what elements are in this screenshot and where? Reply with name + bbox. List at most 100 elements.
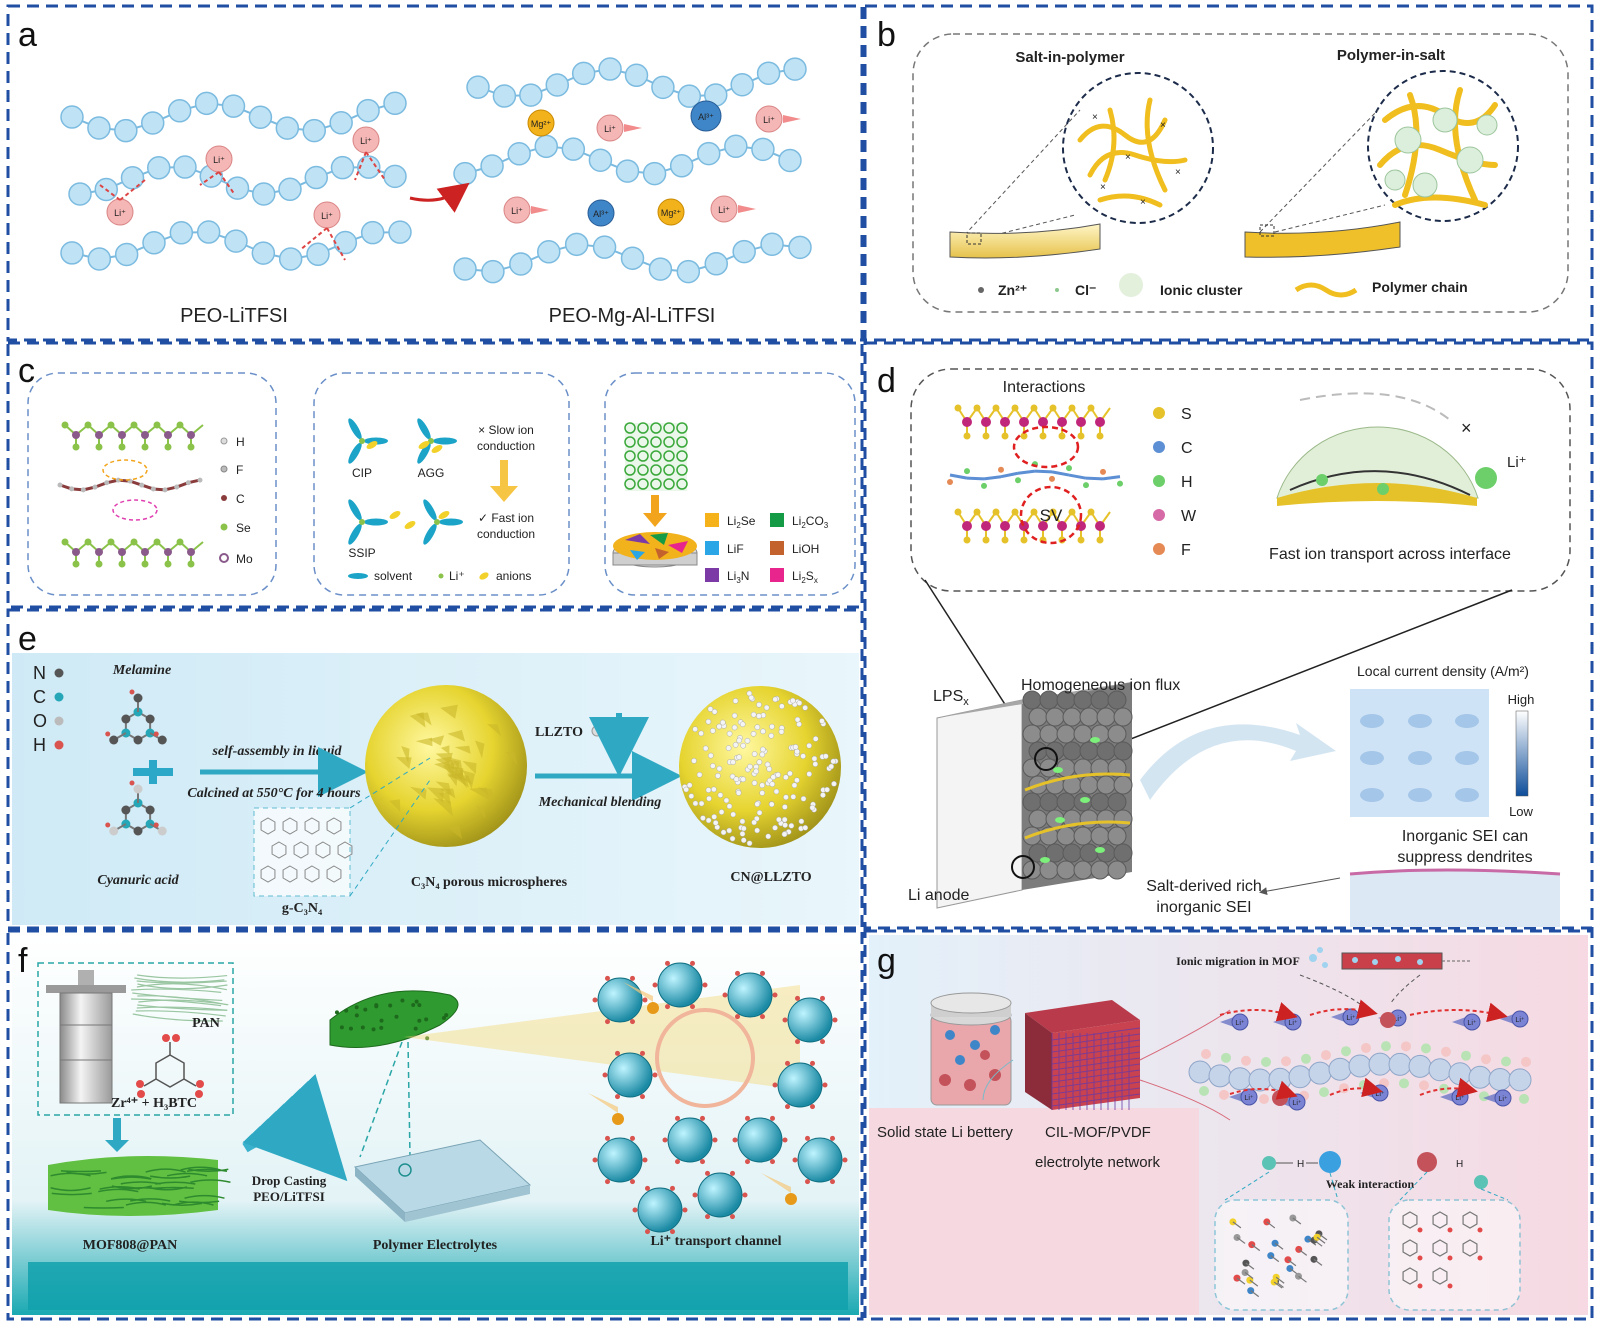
ion-label: Al³⁺ <box>593 209 609 219</box>
sei-swatch <box>705 513 719 527</box>
ion-li-left-4: Li⁺ <box>314 202 340 228</box>
sei-layer <box>1350 870 1560 927</box>
atom-swatch <box>1153 475 1165 487</box>
atom-swatch <box>55 669 64 678</box>
strip-salt-in-polymer <box>950 224 1100 258</box>
anode-block <box>937 682 1132 908</box>
cn-llzto-sphere <box>679 686 841 848</box>
label-fast-transport: Fast ion transport across interface <box>1269 546 1511 563</box>
label-lps: LPSx <box>933 688 969 708</box>
label-pan: PAN <box>192 1016 220 1031</box>
peo-chain-5 <box>454 135 801 184</box>
battery-cell <box>931 993 1011 1105</box>
ion-li-label: Li⁺ <box>1244 1095 1253 1102</box>
atom-label: C <box>33 687 46 707</box>
ion-label: Li⁺ <box>213 155 225 165</box>
ion-li-label: Li⁺ <box>1455 1095 1464 1102</box>
svg-text:×: × <box>1461 418 1472 438</box>
panel-letter-d: d <box>877 362 896 400</box>
transform-arrow <box>410 190 460 200</box>
label-li-anode: Li anode <box>908 887 969 904</box>
sei-swatch <box>770 541 784 555</box>
svg-text:×: × <box>1160 120 1166 131</box>
svg-text:×: × <box>1092 112 1098 123</box>
label-self-assembly: self-assembly in liquid <box>211 744 342 759</box>
panel-d: d Interactions SV SCHWF × Li⁺ Fast ion t… <box>877 362 1570 927</box>
panel-letter-c: c <box>18 352 35 390</box>
ion-label: Li⁺ <box>604 124 616 134</box>
label-g-c3n4: g-C₃N₄ <box>282 901 323 916</box>
panel-c: c H F C Se Mo CIP AGG SSIP × Slow ion co… <box>18 352 855 595</box>
solvation-structures <box>346 417 463 547</box>
label-local-current: Local current density (A/m²) <box>1357 663 1529 679</box>
legend-c2: solvent Li⁺ anions <box>348 569 531 583</box>
atom-swatch <box>1153 543 1165 555</box>
caption-peo-mg-al-litfsi: PEO-Mg-Al-LiTFSI <box>549 305 716 327</box>
ion-label: Mg²⁺ <box>661 208 681 218</box>
sei-label: Li2CO3 <box>792 514 829 530</box>
sei-swatch <box>705 568 719 582</box>
label-sv: SV <box>1040 506 1063 525</box>
panel-e: e NCOH Melamine Cyanuric acid self-assem… <box>12 620 859 925</box>
atom-label: H <box>1181 474 1193 491</box>
atom-swatch <box>55 717 64 726</box>
svg-text:×: × <box>1125 152 1131 163</box>
legend-cl: Cl⁻ <box>1075 282 1096 298</box>
label-c3n4-microspheres: C₃N₄ porous microspheres <box>411 875 568 890</box>
g-c3n4-box <box>254 808 350 896</box>
peo-chain-4 <box>467 58 806 107</box>
panel-letter-b: b <box>877 16 896 54</box>
mof808-pan-mat <box>48 1156 230 1216</box>
ion-mg-1: Mg²⁺ <box>528 110 554 136</box>
slow-line2: conduction <box>477 439 535 453</box>
label-ssip: SSIP <box>348 546 375 560</box>
atom-mo: Mo <box>236 552 253 566</box>
atom-label: C <box>1181 440 1193 457</box>
label-cn-llzto: CN@LLZTO <box>730 870 811 885</box>
mof-network-cube <box>1025 1000 1140 1110</box>
panel-letter-f: f <box>18 942 28 980</box>
panel-g: g Ionic migration in MOF Solid state Li … <box>869 935 1588 1315</box>
ion-label: Li⁺ <box>321 211 333 221</box>
label-interactions: Interactions <box>1003 379 1086 396</box>
label-drop-casting-1: Drop Casting <box>252 1173 327 1188</box>
sei-lattice <box>625 423 687 491</box>
label-polymer-electrolytes: Polymer Electrolytes <box>373 1238 498 1253</box>
ion-label: Mg²⁺ <box>531 119 551 129</box>
atom-c: C <box>236 492 245 506</box>
title-salt-in-polymer: Salt-in-polymer <box>1015 49 1124 66</box>
svg-text:×: × <box>1140 197 1146 208</box>
ion-li-left-2: Li⁺ <box>107 199 133 225</box>
label-weak-interaction: Weak interaction <box>1326 1177 1415 1191</box>
label-melamine: Melamine <box>112 663 171 678</box>
fast-line2: conduction <box>477 527 535 541</box>
legend-zn: Zn²⁺ <box>998 282 1027 298</box>
sei-swatch <box>705 541 719 555</box>
atom-label: N <box>33 663 46 683</box>
sei-label: LiF <box>727 542 744 556</box>
label-mof808-pan: MOF808@PAN <box>83 1238 177 1253</box>
atom-swatch <box>1153 509 1165 521</box>
label-homogeneous-flux: Homogeneous ion flux <box>1021 677 1180 694</box>
label-inorganic-sei-2: suppress dendrites <box>1397 849 1532 866</box>
atom-swatch <box>55 741 64 750</box>
legend-polymer-chain: Polymer chain <box>1372 279 1468 295</box>
label-inorganic-sei-1: Inorganic SEI can <box>1402 828 1528 845</box>
panel-letter-g: g <box>877 942 896 980</box>
sei-legend: Li2SeLi2CO3LiFLiOHLi3NLi2Sx <box>705 513 829 585</box>
atom-label: O <box>33 711 47 731</box>
svg-text:×: × <box>1100 182 1106 193</box>
label-salt-derived-2: inorganic SEI <box>1156 899 1251 916</box>
ion-li-label: Li⁺ <box>1375 1091 1384 1098</box>
label-h-left: H <box>1297 1159 1304 1170</box>
ion-al-1: Al³⁺ <box>691 101 721 131</box>
caption-peo-litfsi: PEO-LiTFSI <box>180 305 288 327</box>
atom-swatch <box>1153 441 1165 453</box>
ion-label: Li⁺ <box>114 208 126 218</box>
label-mechanical-blending: Mechanical blending <box>538 795 662 810</box>
atom-label: S <box>1181 406 1192 423</box>
colorbar <box>1516 711 1528 796</box>
panel-a: a Li⁺ Li⁺ Li⁺ Li⁺ Mg²⁺ <box>18 16 811 327</box>
label-high: High <box>1508 692 1535 707</box>
ion-li-label: Li⁺ <box>1288 1020 1297 1027</box>
